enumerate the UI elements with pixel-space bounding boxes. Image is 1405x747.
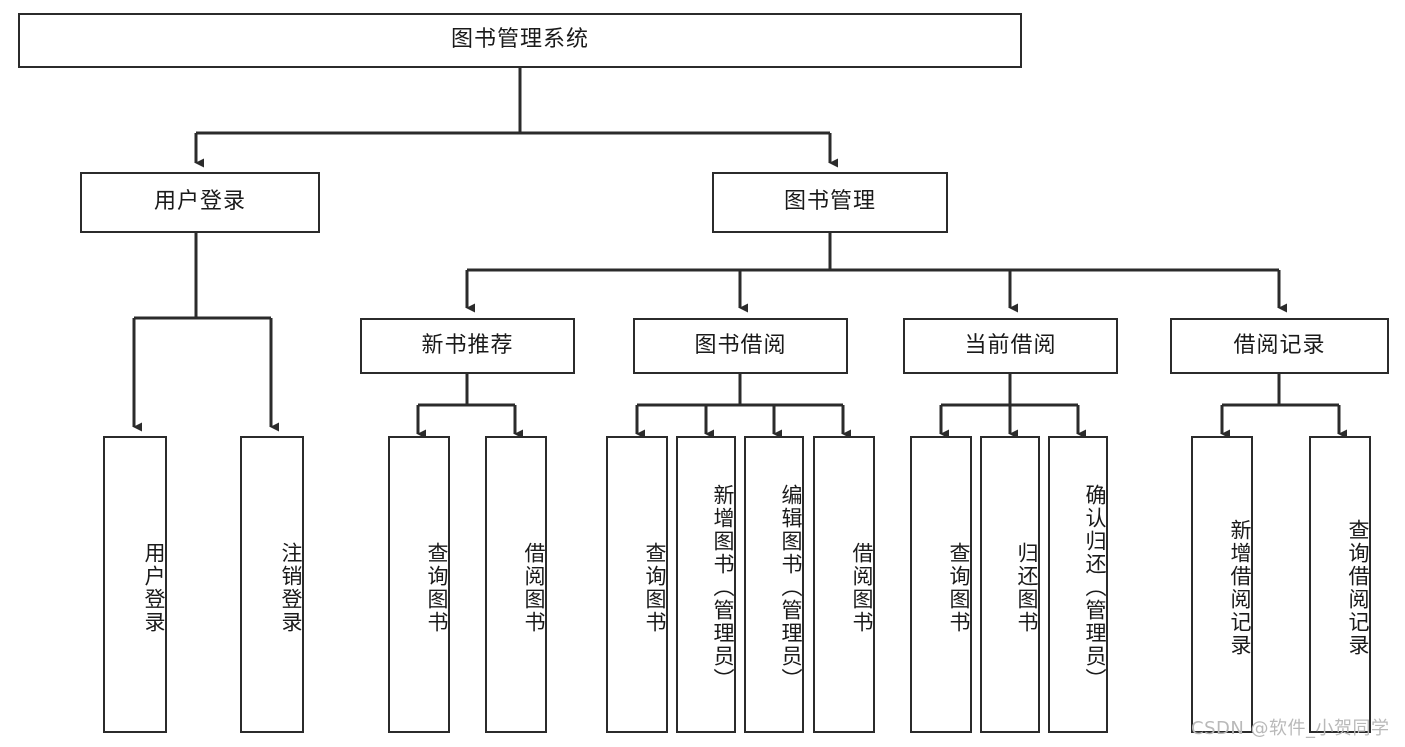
leaf-query-book-current[interactable]: 查询图书 (910, 436, 972, 733)
node-new-book-recommend[interactable]: 新书推荐 (360, 318, 575, 374)
leaf-query-book-borrow[interactable]: 查询图书 (606, 436, 668, 733)
node-label: 新增借阅记录 (1228, 518, 1252, 657)
node-user-login[interactable]: 用户登录 (80, 172, 320, 233)
node-label: 借阅图书 (522, 541, 546, 634)
node-book-borrow[interactable]: 图书借阅 (633, 318, 848, 374)
node-label: 图书管理 (783, 189, 876, 215)
node-label: 编辑图书（管理员） (779, 484, 803, 691)
node-label: 注销登录 (279, 541, 303, 634)
node-label: 图书借阅 (694, 332, 787, 358)
node-book-management[interactable]: 图书管理 (712, 172, 948, 233)
node-root-book-management-system[interactable]: 图书管理系统 (18, 13, 1022, 68)
leaf-edit-book-admin[interactable]: 编辑图书（管理员） (744, 436, 804, 733)
node-label: 查询图书 (425, 541, 449, 634)
node-label: 查询图书 (947, 541, 971, 634)
node-label: 图书管理系统 (450, 27, 589, 53)
node-label: 归还图书 (1015, 541, 1039, 634)
node-label: 借阅记录 (1233, 332, 1326, 358)
leaf-query-borrow-record[interactable]: 查询借阅记录 (1309, 436, 1371, 733)
node-label: 新书推荐 (421, 332, 514, 358)
node-label: 借阅图书 (850, 541, 874, 634)
node-current-borrow[interactable]: 当前借阅 (903, 318, 1118, 374)
leaf-borrow-book[interactable]: 借阅图书 (813, 436, 875, 733)
leaf-user-login[interactable]: 用户登录 (103, 436, 167, 733)
leaf-add-book-admin[interactable]: 新增图书（管理员） (676, 436, 736, 733)
leaf-borrow-book-recommend[interactable]: 借阅图书 (485, 436, 547, 733)
node-label: 查询借阅记录 (1346, 518, 1370, 657)
leaf-confirm-return-admin[interactable]: 确认归还（管理员） (1048, 436, 1108, 733)
csdn-watermark: CSDN @软件_小贺同学 (1191, 718, 1390, 739)
leaf-logout[interactable]: 注销登录 (240, 436, 304, 733)
leaf-query-book-recommend[interactable]: 查询图书 (388, 436, 450, 733)
leaf-add-borrow-record[interactable]: 新增借阅记录 (1191, 436, 1253, 733)
node-label: 查询图书 (643, 541, 667, 634)
node-label: 确认归还（管理员） (1083, 484, 1107, 691)
node-label: 用户登录 (153, 189, 246, 215)
leaf-return-book[interactable]: 归还图书 (980, 436, 1040, 733)
node-label: 新增图书（管理员） (711, 484, 735, 691)
node-borrow-record[interactable]: 借阅记录 (1170, 318, 1389, 374)
node-label: 当前借阅 (964, 332, 1057, 358)
node-label: 用户登录 (142, 541, 166, 634)
